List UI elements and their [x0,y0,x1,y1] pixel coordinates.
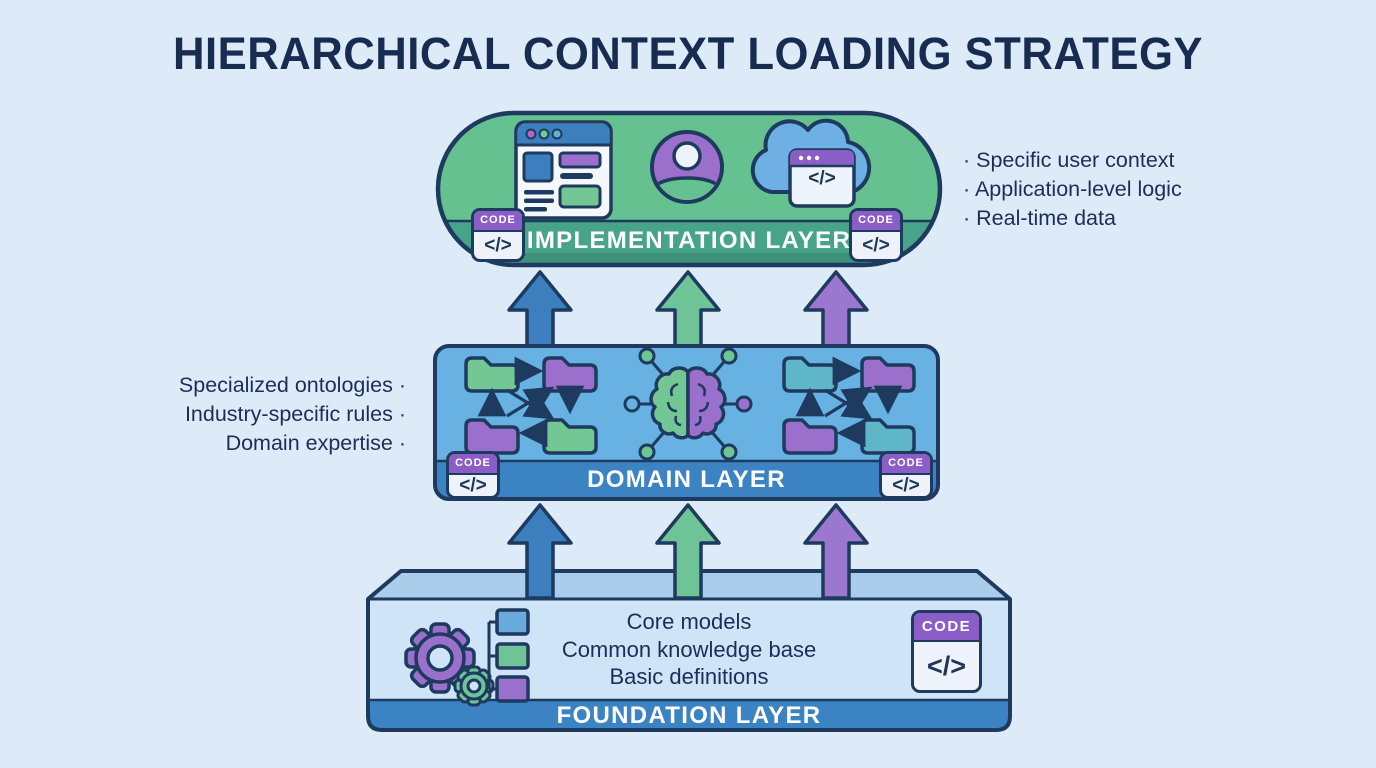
code-badge-label: CODE [914,613,979,642]
note-line: Domain expertise · [225,431,406,455]
arrow-up-blue [507,503,573,600]
implementation-layer-label: IMPLEMENTATION LAYER [526,227,852,254]
code-glyph: </> [459,475,487,496]
arrow-up-purple [803,270,869,349]
code-badge-label: CODE [449,454,497,475]
code-badge: CODE </> [911,610,982,693]
code-glyph: </> [808,168,836,189]
arrow-up-green [655,503,721,600]
note-line: Specialized ontologies · [178,373,406,397]
foundation-item: Common knowledge base [561,636,817,662]
arrow-up-green [655,270,721,349]
flow-arrows-upper [507,270,869,349]
implementation-notes: · Specific user context · Application-le… [963,146,1273,233]
browser-window-icon [514,120,613,220]
note-line: · Specific user context [963,148,1175,172]
gears-icon [404,608,530,707]
foundation-layer-label: FOUNDATION LAYER [556,702,822,729]
foundation-item: Basic definitions [609,664,769,689]
code-badge: CODE </> [879,451,933,499]
foundation-item: Core models [626,609,752,634]
cloud-code-icon [750,118,872,208]
flow-arrows-lower [507,503,869,600]
code-glyph: </> [892,475,920,496]
code-glyph: </> [862,234,890,256]
code-badge-label: CODE [852,211,900,232]
code-badge: CODE </> [849,208,903,262]
note-line: · Real-time data [963,206,1116,230]
arrow-up-purple [803,503,869,600]
folder-network-icon [464,356,598,455]
foundation-items: Core models Common knowledge base Basic … [489,608,889,691]
user-icon [650,130,724,204]
arrow-up-blue [507,270,573,349]
domain-layer-label: DOMAIN LAYER [587,466,786,493]
page-title: HIERARCHICAL CONTEXT LOADING STRATEGY [172,28,1203,79]
code-glyph: </> [484,234,512,256]
brain-icon [623,347,753,461]
note-line: Industry-specific rules · [184,402,406,426]
code-badge-label: CODE [474,211,522,232]
note-line: · Application-level logic [963,177,1182,201]
domain-notes: Specialized ontologies · Industry-specif… [130,371,406,458]
code-badge-label: CODE [882,454,930,475]
code-badge: CODE </> [446,451,500,499]
code-badge: CODE </> [471,208,525,262]
code-glyph: </> [926,650,967,681]
folder-network-icon [782,356,916,455]
